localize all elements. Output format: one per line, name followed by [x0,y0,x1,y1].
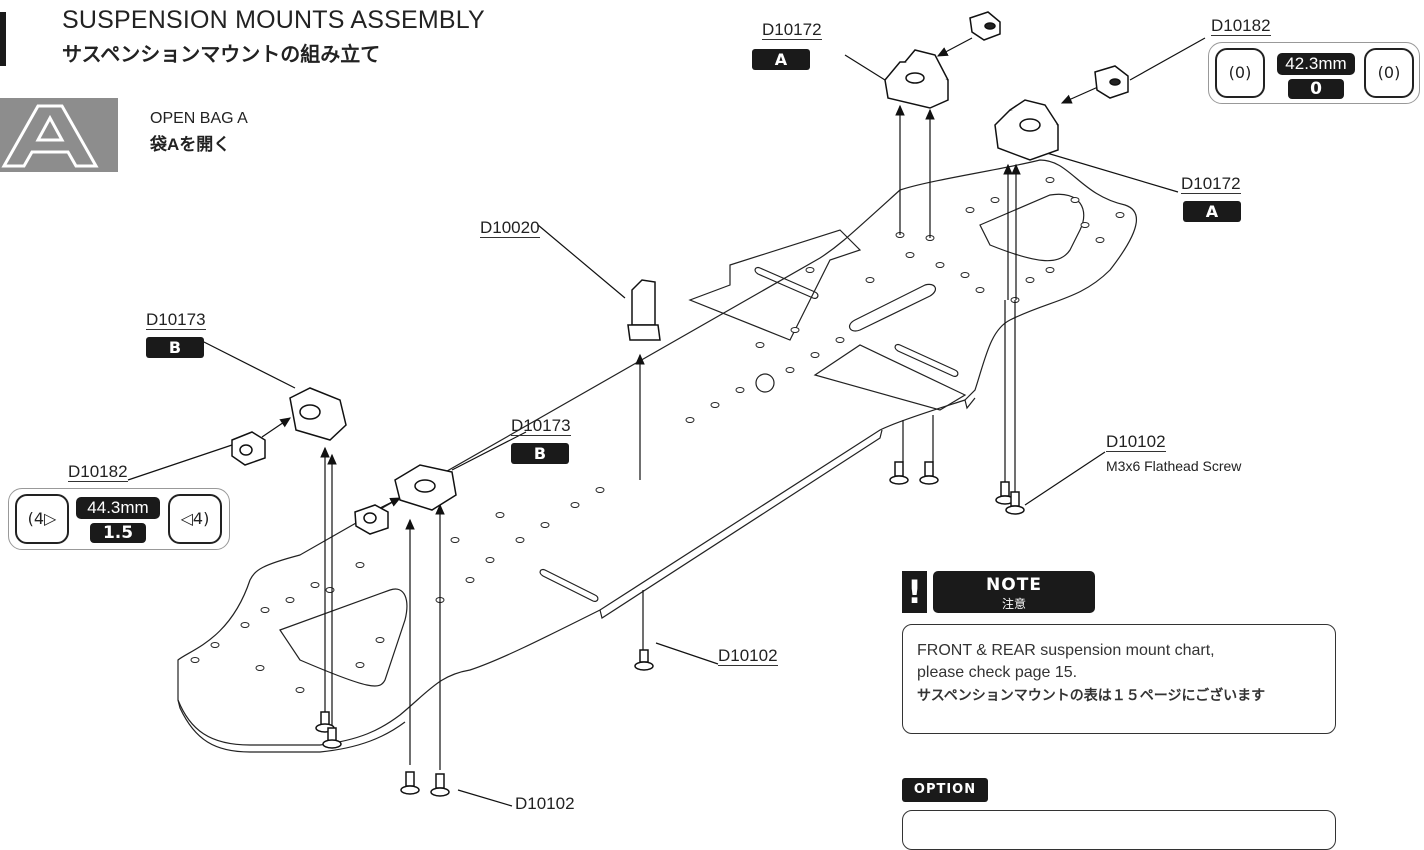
exclamation-icon: ! [902,571,927,613]
part-label-d10182-left: D10182 [68,462,128,482]
bushing-right [1094,65,1129,99]
part-label-d10102-center: D10102 [718,646,778,666]
chassis-plate [177,159,1137,746]
note-header: NOTE 注意 [933,571,1095,613]
note-title: NOTE [986,575,1042,595]
screw [889,461,939,485]
part-label-d10172-right: D10172 [1181,174,1241,194]
bag-instruction-jp: 袋Aを開く [150,135,231,154]
part-label-d10102-bottom: D10102 [515,794,575,813]
bag-tag-d10172-top: A [752,49,810,70]
bag-tag-d10172-right: A [1183,201,1241,222]
bushing-left [231,431,266,466]
bushing-top [969,11,1001,41]
bag-tag-d10173-center: B [511,443,569,464]
bag-letter-icon [1,104,99,168]
screw [315,711,342,749]
part-description: M3x6 Flathead Screw [1106,458,1242,474]
note-title-jp: 注意 [1001,597,1026,611]
option-box [902,810,1336,850]
option-label: OPTION [902,778,988,802]
suspension-mount-d10172-right [994,99,1059,161]
note-line: FRONT & REAR suspension mount chart, [917,642,1215,659]
spacer-right-icon: (0) [1364,48,1414,98]
chassis-exploded-drawing [127,11,1206,807]
spacer-left-icon: (4▷ [15,494,69,544]
suspension-mount-d10173-center [394,464,457,511]
part-label-d10102-right: D10102 [1106,432,1166,452]
spacer-setting: 1.5 [90,523,146,543]
part-label-d10173-center: D10173 [511,416,571,436]
post-d10020 [627,279,661,341]
note-line-jp: サスペンションマウントの表は１５ページにございます [917,687,1266,703]
bushing-center [354,504,389,535]
spacer-right-icon: ◁4) [168,494,222,544]
page-title: SUSPENSION MOUNTS ASSEMBLY [62,6,485,34]
bag-tag-d10173-left: B [146,337,204,358]
note-line: please check page 15. [917,664,1078,681]
part-label-d10173-left: D10173 [146,310,206,330]
part-label-d10172-top: D10172 [762,20,822,40]
screw [400,771,450,797]
bag-badge [0,98,118,172]
suspension-mount-d10173-left [289,387,347,441]
note-box: FRONT & REAR suspension mount chart, ple… [902,624,1336,734]
spacer-length: 42.3mm [1277,53,1355,75]
bag-instruction: OPEN BAG A [150,110,248,127]
suspension-mount-d10172-top [884,49,949,109]
screw [634,649,654,671]
screw [995,481,1025,515]
title-accent-bar [0,12,6,66]
part-label-d10020: D10020 [480,218,540,238]
spacer-left-icon: (0) [1215,48,1265,98]
spacer-length: 44.3mm [76,497,160,519]
page-title-jp: サスペンションマウントの組み立て [62,44,381,66]
part-label-d10182-top: D10182 [1211,16,1271,36]
spacer-setting: 0 [1288,79,1344,99]
